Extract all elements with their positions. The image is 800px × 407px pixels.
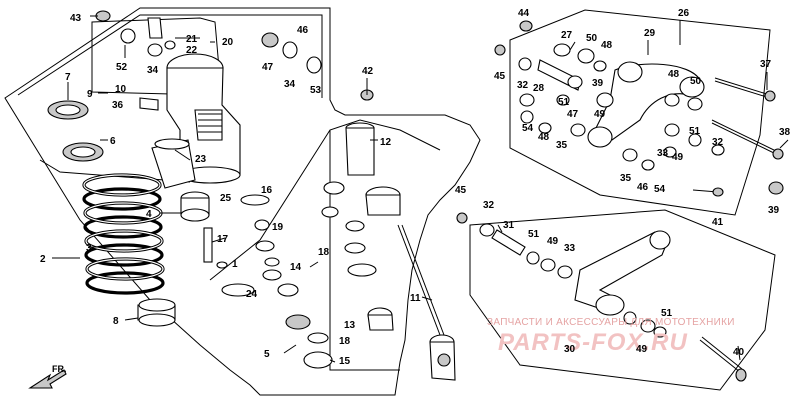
callout-37: 37 [760, 59, 772, 70]
callout-43: 43 [70, 13, 82, 24]
upper-right-outline [509, 9, 771, 216]
callout-34-right: 34 [284, 79, 296, 90]
callout-34-top: 34 [147, 65, 159, 76]
spring [82, 173, 165, 295]
rocker-arm [494, 20, 784, 197]
bump-rubber [137, 138, 196, 327]
callout-38: 38 [779, 127, 791, 138]
callout-50-top: 50 [586, 33, 598, 44]
callout-19: 19 [272, 222, 284, 233]
callout-46-low: 46 [637, 182, 649, 193]
callout-10: 10 [115, 84, 127, 95]
piston-stack [180, 191, 333, 369]
callout-51-right: 51 [689, 126, 701, 137]
callout-32-right: 32 [712, 137, 724, 148]
callout-45-low: 45 [455, 185, 467, 196]
callout-49-low: 49 [547, 236, 559, 247]
callout-32-top: 32 [517, 80, 529, 91]
callout-32-low: 32 [483, 200, 495, 211]
callout-30: 30 [564, 344, 576, 355]
left-group-outline [4, 7, 481, 396]
front-direction-indicator: FR. [28, 364, 67, 389]
callout-23: 23 [195, 154, 207, 165]
callout-48-top: 48 [601, 40, 613, 51]
callout-1: 1 [232, 259, 238, 270]
callout-14: 14 [290, 262, 302, 273]
damper-assembly [321, 122, 456, 381]
callout-20: 20 [222, 37, 234, 48]
callout-46-top: 46 [297, 25, 309, 36]
callout-49-bottom: 49 [636, 344, 648, 355]
callout-40: 40 [733, 347, 745, 358]
callout-13: 13 [344, 320, 356, 331]
callout-26: 26 [678, 8, 690, 19]
callout-35-left: 35 [556, 140, 568, 151]
callout-54-low: 54 [654, 184, 666, 195]
callout-5: 5 [264, 349, 270, 360]
leader-lines [52, 15, 789, 363]
callout-6: 6 [110, 136, 116, 147]
callout-17: 17 [217, 234, 229, 245]
callout-54-top: 54 [522, 123, 534, 134]
callout-31: 31 [503, 220, 515, 231]
callout-24: 24 [246, 289, 258, 300]
callout-9: 9 [87, 89, 93, 100]
callout-51-bottom: 51 [661, 308, 673, 319]
callout-39-low: 39 [768, 205, 780, 216]
callout-51-top: 51 [558, 97, 570, 108]
callout-42: 42 [362, 66, 374, 77]
callout-4: 4 [146, 209, 152, 220]
callout-29: 29 [644, 28, 656, 39]
callout-39-top: 39 [592, 78, 604, 89]
callout-36: 36 [112, 100, 124, 111]
callout-3: 3 [86, 243, 92, 254]
callout-28: 28 [533, 83, 545, 94]
callout-53: 53 [310, 85, 322, 96]
callout-50-mid: 50 [690, 76, 702, 87]
callout-labels: 43 52 21 22 20 34 47 46 34 53 7 9 10 36 … [40, 8, 791, 367]
callout-12: 12 [380, 137, 392, 148]
callout-7: 7 [65, 72, 71, 83]
callout-47-right: 47 [567, 109, 579, 120]
callout-33-top: 33 [657, 148, 669, 159]
callout-48-low: 48 [538, 132, 550, 143]
callout-45-top: 45 [494, 71, 506, 82]
callout-47-top: 47 [262, 62, 274, 73]
callout-48-mid: 48 [668, 69, 680, 80]
watermark: ЗАПЧАСТИ И АКСЕССУАРЫ ДЛЯ МОТОТЕХНИКИ PA… [487, 317, 735, 356]
callout-18-lower: 18 [339, 336, 351, 347]
tie-rod [456, 212, 747, 382]
callout-52: 52 [116, 62, 128, 73]
callout-11: 11 [410, 293, 421, 304]
callout-44: 44 [518, 8, 530, 19]
callout-51-low: 51 [528, 229, 540, 240]
top-mount-parts [95, 10, 374, 101]
callout-18-upper: 18 [318, 247, 330, 258]
callout-25: 25 [220, 193, 232, 204]
callout-8: 8 [113, 316, 119, 327]
callout-33-low: 33 [564, 243, 576, 254]
adjuster-nuts [47, 97, 159, 162]
lower-right-outline [469, 209, 776, 391]
callout-49-right: 49 [672, 152, 684, 163]
watermark-logo: PARTS-FOX.RU [498, 329, 688, 356]
watermark-line: ЗАПЧАСТИ И АКСЕССУАРЫ ДЛЯ МОТОТЕХНИКИ [487, 317, 735, 328]
callout-27: 27 [561, 30, 573, 41]
callout-41: 41 [712, 217, 724, 228]
callout-16: 16 [261, 185, 273, 196]
callout-2: 2 [40, 254, 46, 265]
callout-35-low: 35 [620, 173, 632, 184]
callout-49-top: 49 [594, 109, 606, 120]
callout-21: 21 [186, 34, 198, 45]
direction-label: FR. [52, 364, 67, 374]
callout-22: 22 [186, 45, 198, 56]
callout-15: 15 [339, 356, 351, 367]
